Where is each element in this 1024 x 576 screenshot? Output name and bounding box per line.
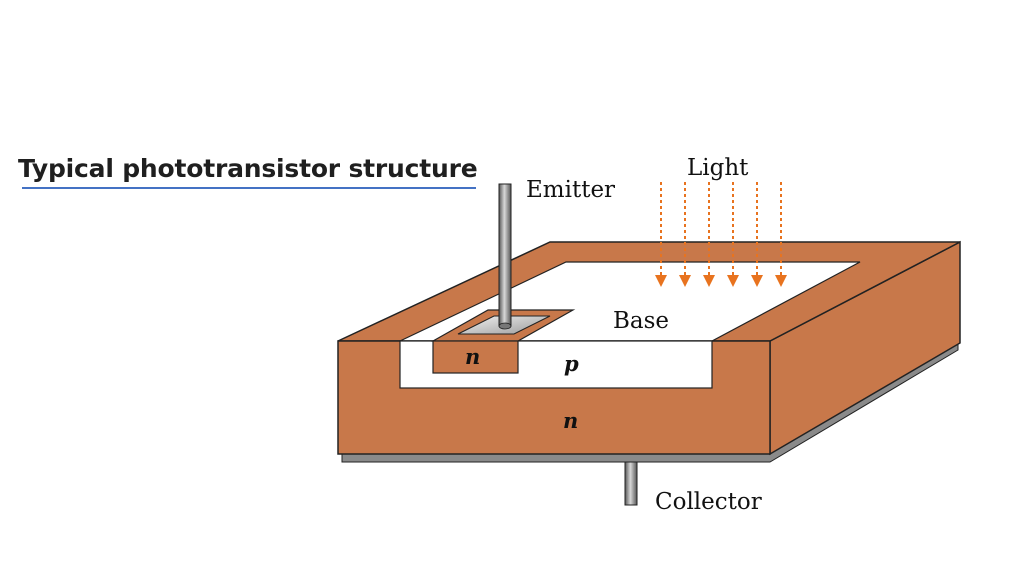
collector-lead <box>624 461 638 506</box>
emitter-region-label: n <box>465 344 480 369</box>
title-underline <box>22 187 476 189</box>
collector-label: Collector <box>655 489 762 515</box>
light-rays <box>655 182 787 287</box>
collector-region-label: n <box>563 408 578 433</box>
emitter-lead <box>498 183 512 327</box>
base-region-label: p <box>564 351 579 376</box>
emitter-label: Emitter <box>526 177 615 203</box>
slide-title: Typical phototransistor structure <box>18 154 478 183</box>
emitter-region-n <box>432 340 519 374</box>
base-label: Base <box>613 308 669 334</box>
light-label: Light <box>687 155 749 181</box>
emitter-lead-tip <box>498 322 512 330</box>
